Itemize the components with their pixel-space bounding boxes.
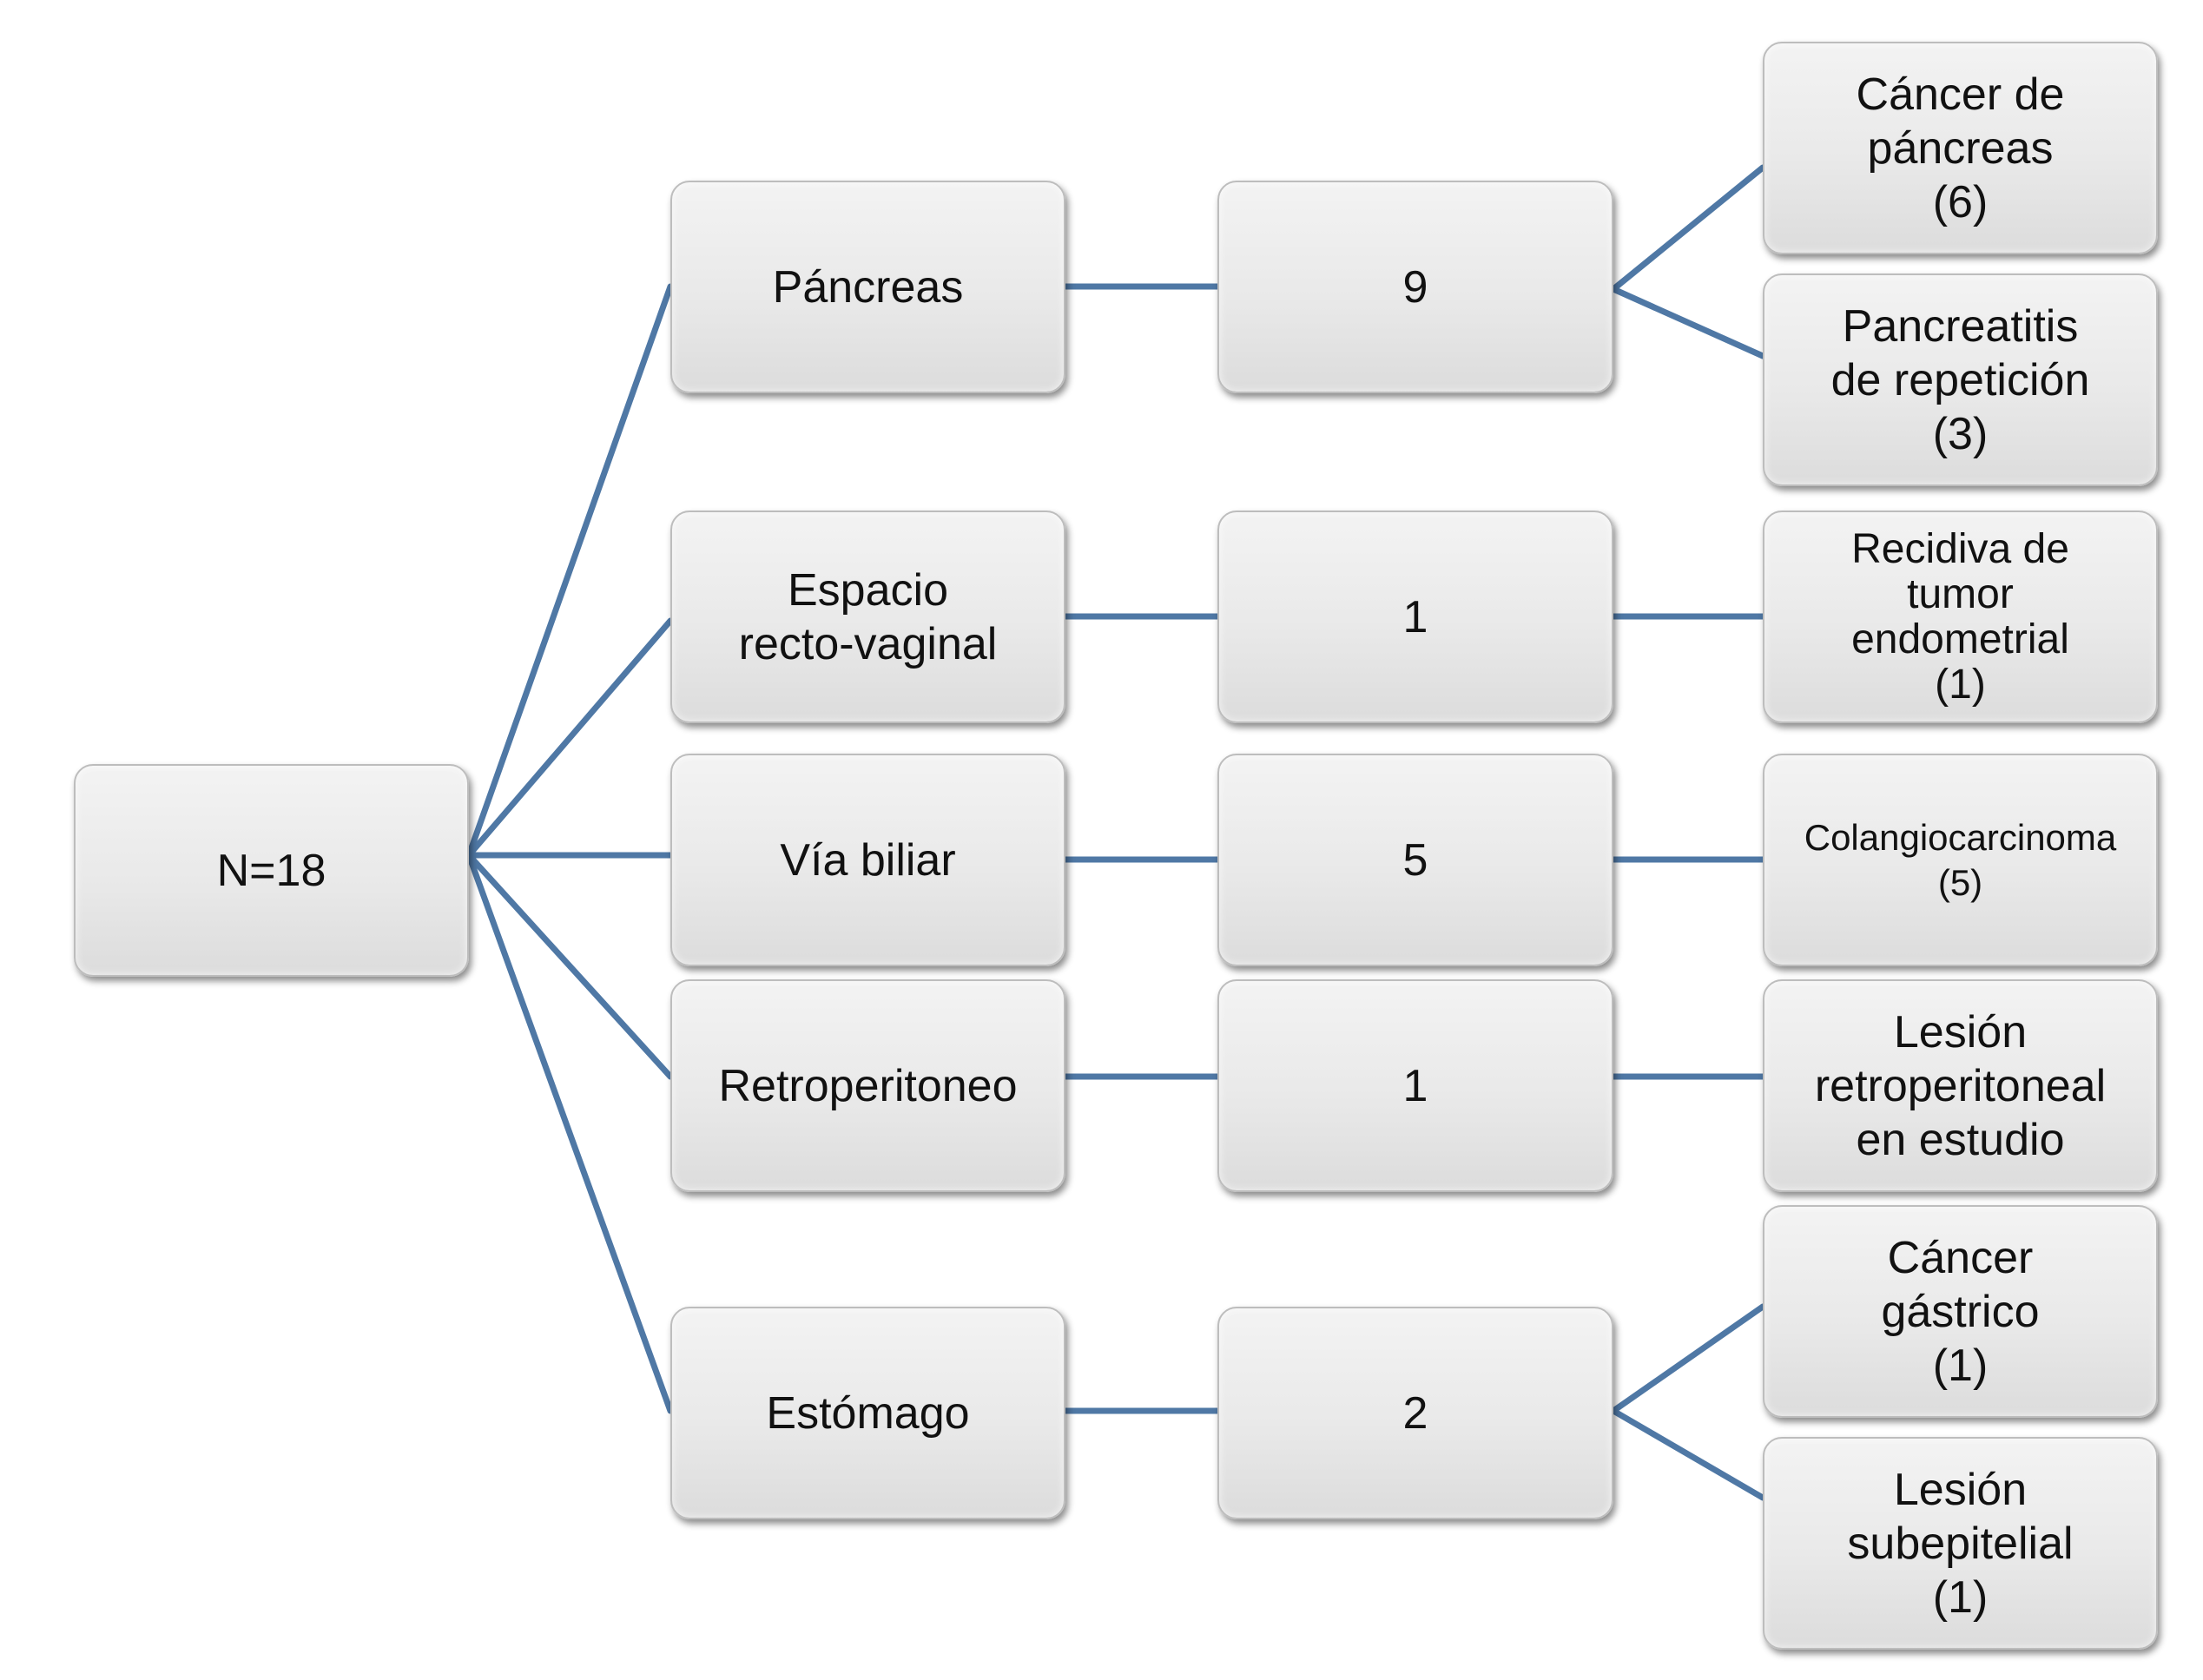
root-label: N=18 [216, 845, 326, 896]
diagnosis-node-lesion-subepitelial: Lesión subepitelial (1) [1763, 1437, 2158, 1650]
count-label: 2 [1402, 1387, 1428, 1439]
count-node-pancreas: 9 [1217, 181, 1613, 393]
diagnosis-node-pancreatitis: Pancreatitis de repetición (3) [1763, 273, 2158, 486]
count-node-retroperitoneo: 1 [1217, 979, 1613, 1192]
edge-root-retroperitoneo [465, 852, 674, 1080]
diagnosis-node-lesion-retroperitoneal: Lesión retroperitoneal en estudio [1763, 979, 2158, 1192]
count-label: 9 [1402, 261, 1428, 313]
site-node-pancreas: Páncreas [670, 181, 1065, 393]
diagnosis-node-recidiva: Recidiva de tumor endometrial (1) [1763, 511, 2158, 723]
diagnosis-label: Cáncer de páncreas (6) [1856, 69, 2065, 227]
count-node-estomago: 2 [1217, 1307, 1613, 1519]
diagnosis-label: Recidiva de tumor endometrial (1) [1851, 525, 2069, 708]
edge-count2-lesion-subepi [1610, 1407, 1766, 1501]
diagnosis-node-colangiocarcinoma: Colangiocarcinoma (5) [1763, 754, 2158, 966]
site-node-retroperitoneo: Retroperitoneo [670, 979, 1065, 1192]
count-label: 5 [1402, 834, 1428, 886]
edge-root-pancreas [465, 283, 674, 859]
count-label: 1 [1402, 591, 1428, 642]
site-node-recto-vaginal: Espacio recto-vaginal [670, 511, 1065, 723]
site-label: Estómago [766, 1387, 970, 1439]
diagnosis-label: Pancreatitis de repetición (3) [1830, 300, 2090, 459]
site-label: Vía biliar [780, 834, 956, 886]
edge-count2-cancer-gastrico [1610, 1303, 1766, 1414]
diagnosis-node-cancer-gastrico: Cáncer gástrico (1) [1763, 1205, 2158, 1418]
site-node-estomago: Estómago [670, 1307, 1065, 1519]
edge-count9-pancreatitis [1610, 286, 1766, 359]
diagnosis-label: Colangiocarcinoma (5) [1804, 816, 2117, 903]
count-node-recto-vaginal: 1 [1217, 511, 1613, 723]
root-node: N=18 [74, 764, 469, 977]
count-label: 1 [1402, 1060, 1428, 1111]
edge-root-estomago [465, 852, 674, 1414]
site-node-via-biliar: Vía biliar [670, 754, 1065, 966]
site-label: Páncreas [772, 261, 964, 313]
diagnosis-node-cancer-pancreas: Cáncer de páncreas (6) [1763, 42, 2158, 254]
site-label: Retroperitoneo [718, 1060, 1018, 1111]
diagnosis-label: Lesión subepitelial (1) [1847, 1464, 2074, 1623]
diagnosis-label: Lesión retroperitoneal en estudio [1814, 1006, 2107, 1165]
edge-count9-cancer-pancreas [1610, 164, 1766, 293]
diagnosis-label: Cáncer gástrico (1) [1881, 1232, 2040, 1391]
count-node-via-biliar: 5 [1217, 754, 1613, 966]
site-label: Espacio recto-vaginal [738, 564, 998, 669]
edge-root-recto-vaginal [465, 617, 674, 859]
